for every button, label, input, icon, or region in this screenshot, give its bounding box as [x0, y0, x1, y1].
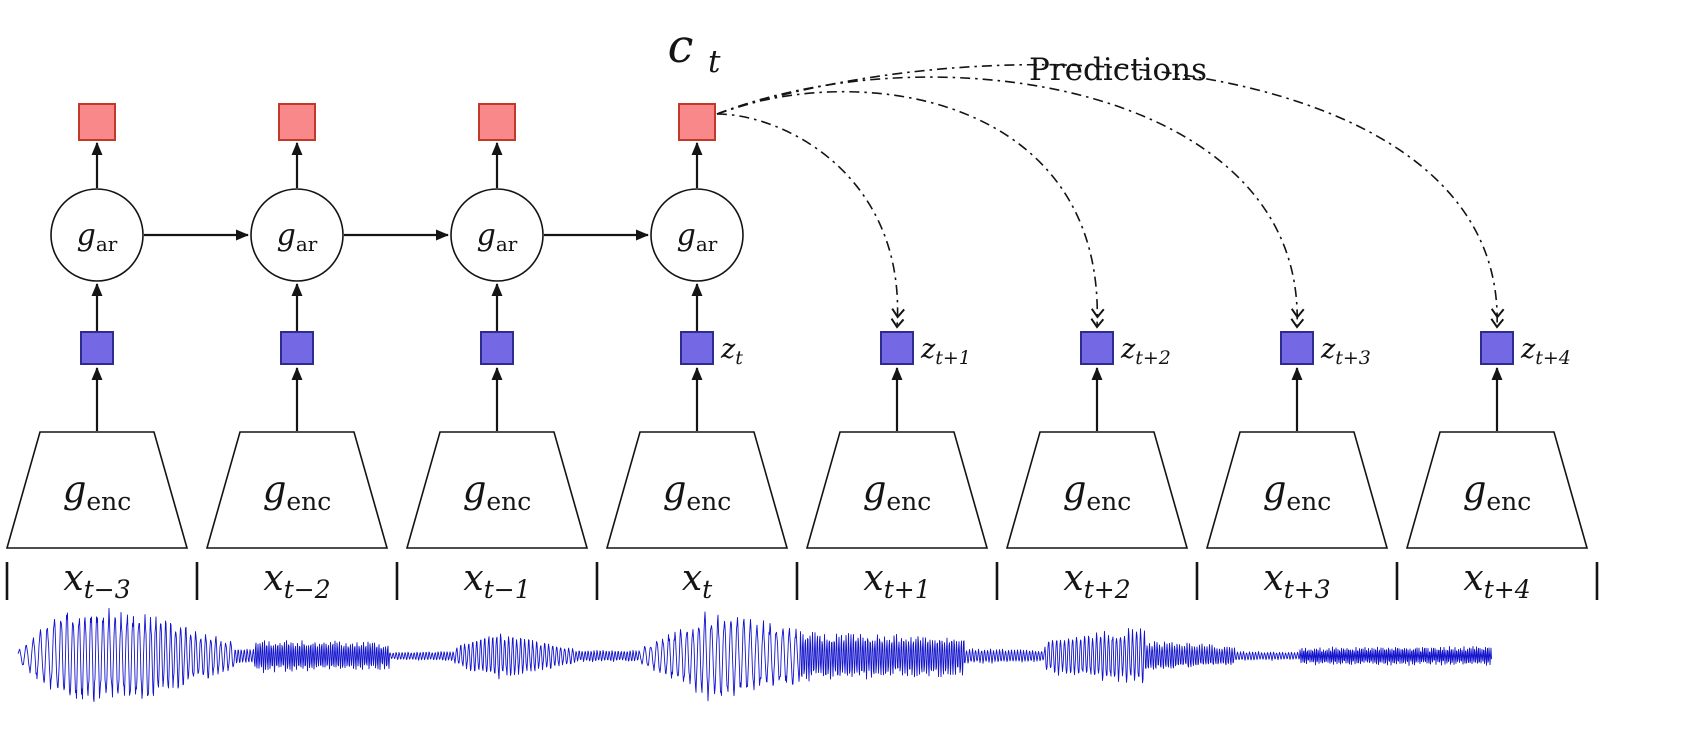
latent-label: zt+2 [1120, 334, 1171, 369]
encoder-label: genc [463, 468, 532, 516]
latent-square [1480, 331, 1514, 365]
column: genc zt+1 xt+1 [805, 331, 989, 604]
prediction-arrow [716, 63, 1505, 329]
column: genc xt−2 gar [205, 103, 449, 604]
column: genc zt+2 xt+2 [1005, 331, 1189, 604]
encoder-label: genc [1063, 468, 1132, 516]
latent-square [80, 331, 114, 365]
encoder-label: genc [1263, 468, 1332, 516]
input-segment-label: xt+2 [1063, 558, 1130, 604]
column: genc xt−3 gar [5, 103, 249, 604]
prediction-arrow [716, 76, 1305, 329]
encoder-trapezoid [1005, 431, 1189, 549]
autoregressive-label: gar [677, 218, 718, 256]
input-segment-label: xt+1 [863, 558, 930, 604]
autoregressive-circle [50, 188, 144, 282]
audio-waveform [17, 607, 1492, 703]
autoregressive-label: gar [477, 218, 518, 256]
input-segment-label: xt−2 [263, 558, 330, 604]
latent-square [880, 331, 914, 365]
encoder-trapezoid [1405, 431, 1589, 549]
autoregressive-label: gar [77, 218, 118, 256]
columns: genc xt−3 gar genc xt−2 gar genc xt−1 gar genc zt x… [5, 103, 1599, 604]
latent-label: zt+3 [1320, 334, 1371, 369]
input-segment-label: xt−1 [463, 558, 530, 604]
encoder-trapezoid [205, 431, 389, 549]
context-square [278, 103, 316, 141]
prediction-curves [716, 63, 1505, 329]
encoder-label: genc [1463, 468, 1532, 516]
autoregressive-circle [250, 188, 344, 282]
input-segment-label: xt+3 [1263, 558, 1330, 604]
latent-label: zt+1 [920, 334, 971, 369]
encoder-label: genc [263, 468, 332, 516]
latent-square [480, 331, 514, 365]
context-vector-label: c t [668, 19, 721, 80]
predictions-label: Predictions [1029, 52, 1207, 88]
encoder-trapezoid [805, 431, 989, 549]
context-square [678, 103, 716, 141]
latent-label: zt+4 [1520, 334, 1571, 369]
column: genc zt+3 xt+3 [1205, 331, 1389, 604]
prediction-arrow [716, 90, 1105, 329]
segment-separators [5, 562, 1599, 600]
column: genc zt+4 xt+4 [1405, 331, 1589, 604]
latent-label: zt [720, 334, 743, 369]
context-square [78, 103, 116, 141]
context-square [478, 103, 516, 141]
encoder-trapezoid [405, 431, 589, 549]
latent-square [280, 331, 314, 365]
encoder-label: genc [63, 468, 132, 516]
autoregressive-circle [650, 188, 744, 282]
prediction-arrow [716, 113, 905, 329]
input-segment-label: xt [682, 558, 713, 604]
latent-square [1280, 331, 1314, 365]
autoregressive-circle [450, 188, 544, 282]
input-segment-label: xt+4 [1463, 558, 1530, 604]
latent-square [680, 331, 714, 365]
encoder-trapezoid [605, 431, 789, 549]
input-segment-label: xt−3 [63, 558, 130, 604]
encoder-trapezoid [1205, 431, 1389, 549]
encoder-label: genc [663, 468, 732, 516]
encoder-trapezoid [5, 431, 189, 549]
encoder-label: genc [863, 468, 932, 516]
column: genc zt xt gar [605, 103, 789, 604]
autoregressive-label: gar [277, 218, 318, 256]
latent-square [1080, 331, 1114, 365]
column: genc xt−1 gar [405, 103, 649, 604]
waveform-polyline [17, 607, 1492, 703]
